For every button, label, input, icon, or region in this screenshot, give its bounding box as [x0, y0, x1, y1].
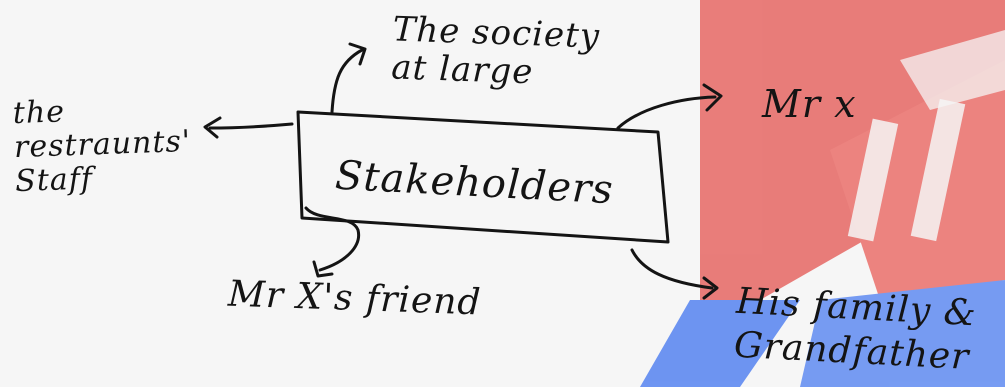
arrow-to-society: [330, 48, 364, 114]
arrow-head-friend: [312, 260, 334, 278]
watermark-white-bar-1: [847, 118, 899, 242]
watermark-blue-left: [640, 300, 800, 387]
watermark-white-wedge: [900, 30, 1005, 110]
arrow-to-staff: [208, 122, 294, 130]
watermark-white-bar-2: [910, 98, 966, 242]
watermark-blue-right: [800, 280, 1005, 387]
arrow-to-friend: [304, 206, 361, 272]
restaurant-staff-label: the restraunts' Staff: [12, 94, 192, 200]
arrow-head-staff: [203, 116, 222, 139]
arrow-head-society: [348, 42, 367, 66]
society-label: The society at large: [390, 9, 601, 93]
watermark-logo: [640, 0, 1005, 387]
stakeholders-box: [296, 110, 670, 244]
family-grandfather-label: His family & Grandfather: [732, 280, 978, 378]
mr-x-label: Mr x: [762, 82, 857, 126]
arrow-to-mrx: [616, 95, 717, 130]
arrow-head-family: [702, 276, 719, 300]
arrow-to-family: [630, 248, 714, 290]
arrow-head-mrx: [702, 83, 723, 112]
